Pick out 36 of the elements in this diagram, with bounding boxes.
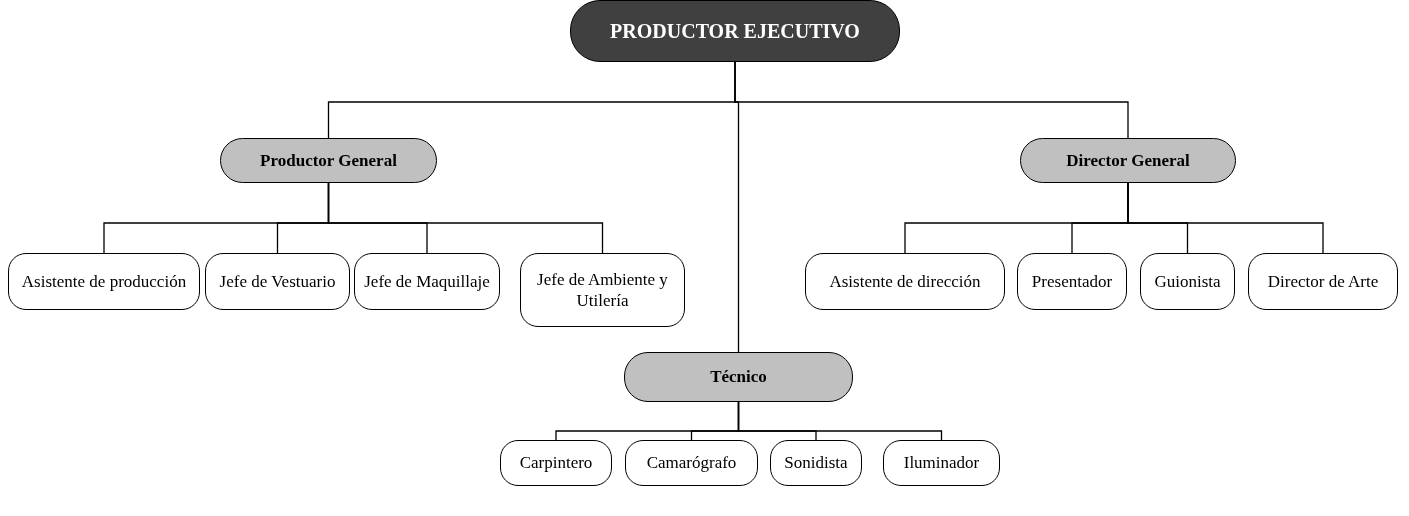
- role-node: [883, 440, 1000, 486]
- role-node: [354, 253, 500, 310]
- role-node: [770, 440, 862, 486]
- connector-line: [737, 401, 943, 441]
- connector-line: [327, 182, 604, 254]
- department-node: [624, 352, 853, 402]
- role-node: [805, 253, 1005, 310]
- role-node: [625, 440, 758, 486]
- node-label: Guionista: [1154, 270, 1221, 293]
- role-node: [1248, 253, 1398, 310]
- role-node: [205, 253, 350, 310]
- node-label: Carpintero: [519, 452, 593, 474]
- role-node: [520, 253, 685, 327]
- role-node: [1017, 253, 1127, 310]
- node-label: Director de Arte: [1267, 270, 1379, 293]
- role-node: [500, 440, 612, 486]
- node-label: Sonidista: [784, 452, 848, 474]
- node-label: Director General: [1066, 149, 1190, 172]
- department-node: [220, 138, 437, 183]
- node-label: Iluminador: [903, 452, 980, 474]
- node-label: Asistente de producción: [21, 270, 187, 293]
- connector-line: [1127, 182, 1324, 254]
- node-label: Asistente de dirección: [829, 270, 981, 293]
- node-label: Jefe de Ambiente y Utilería: [536, 268, 669, 312]
- node-label: Jefe de Maquillaje: [364, 270, 490, 293]
- department-node: [1020, 138, 1236, 183]
- node-label: Productor General: [260, 149, 397, 172]
- role-node: [1140, 253, 1235, 310]
- node-label: Técnico: [710, 366, 767, 388]
- node-label: Presentador: [1031, 270, 1113, 293]
- node-label: PRODUCTOR EJECUTIVO: [610, 18, 860, 44]
- role-node: [8, 253, 200, 310]
- executive-node: [570, 0, 900, 62]
- connector-line: [734, 61, 740, 353]
- node-label: Jefe de Vestuario: [219, 270, 336, 293]
- node-label: Camarógrafo: [646, 452, 737, 474]
